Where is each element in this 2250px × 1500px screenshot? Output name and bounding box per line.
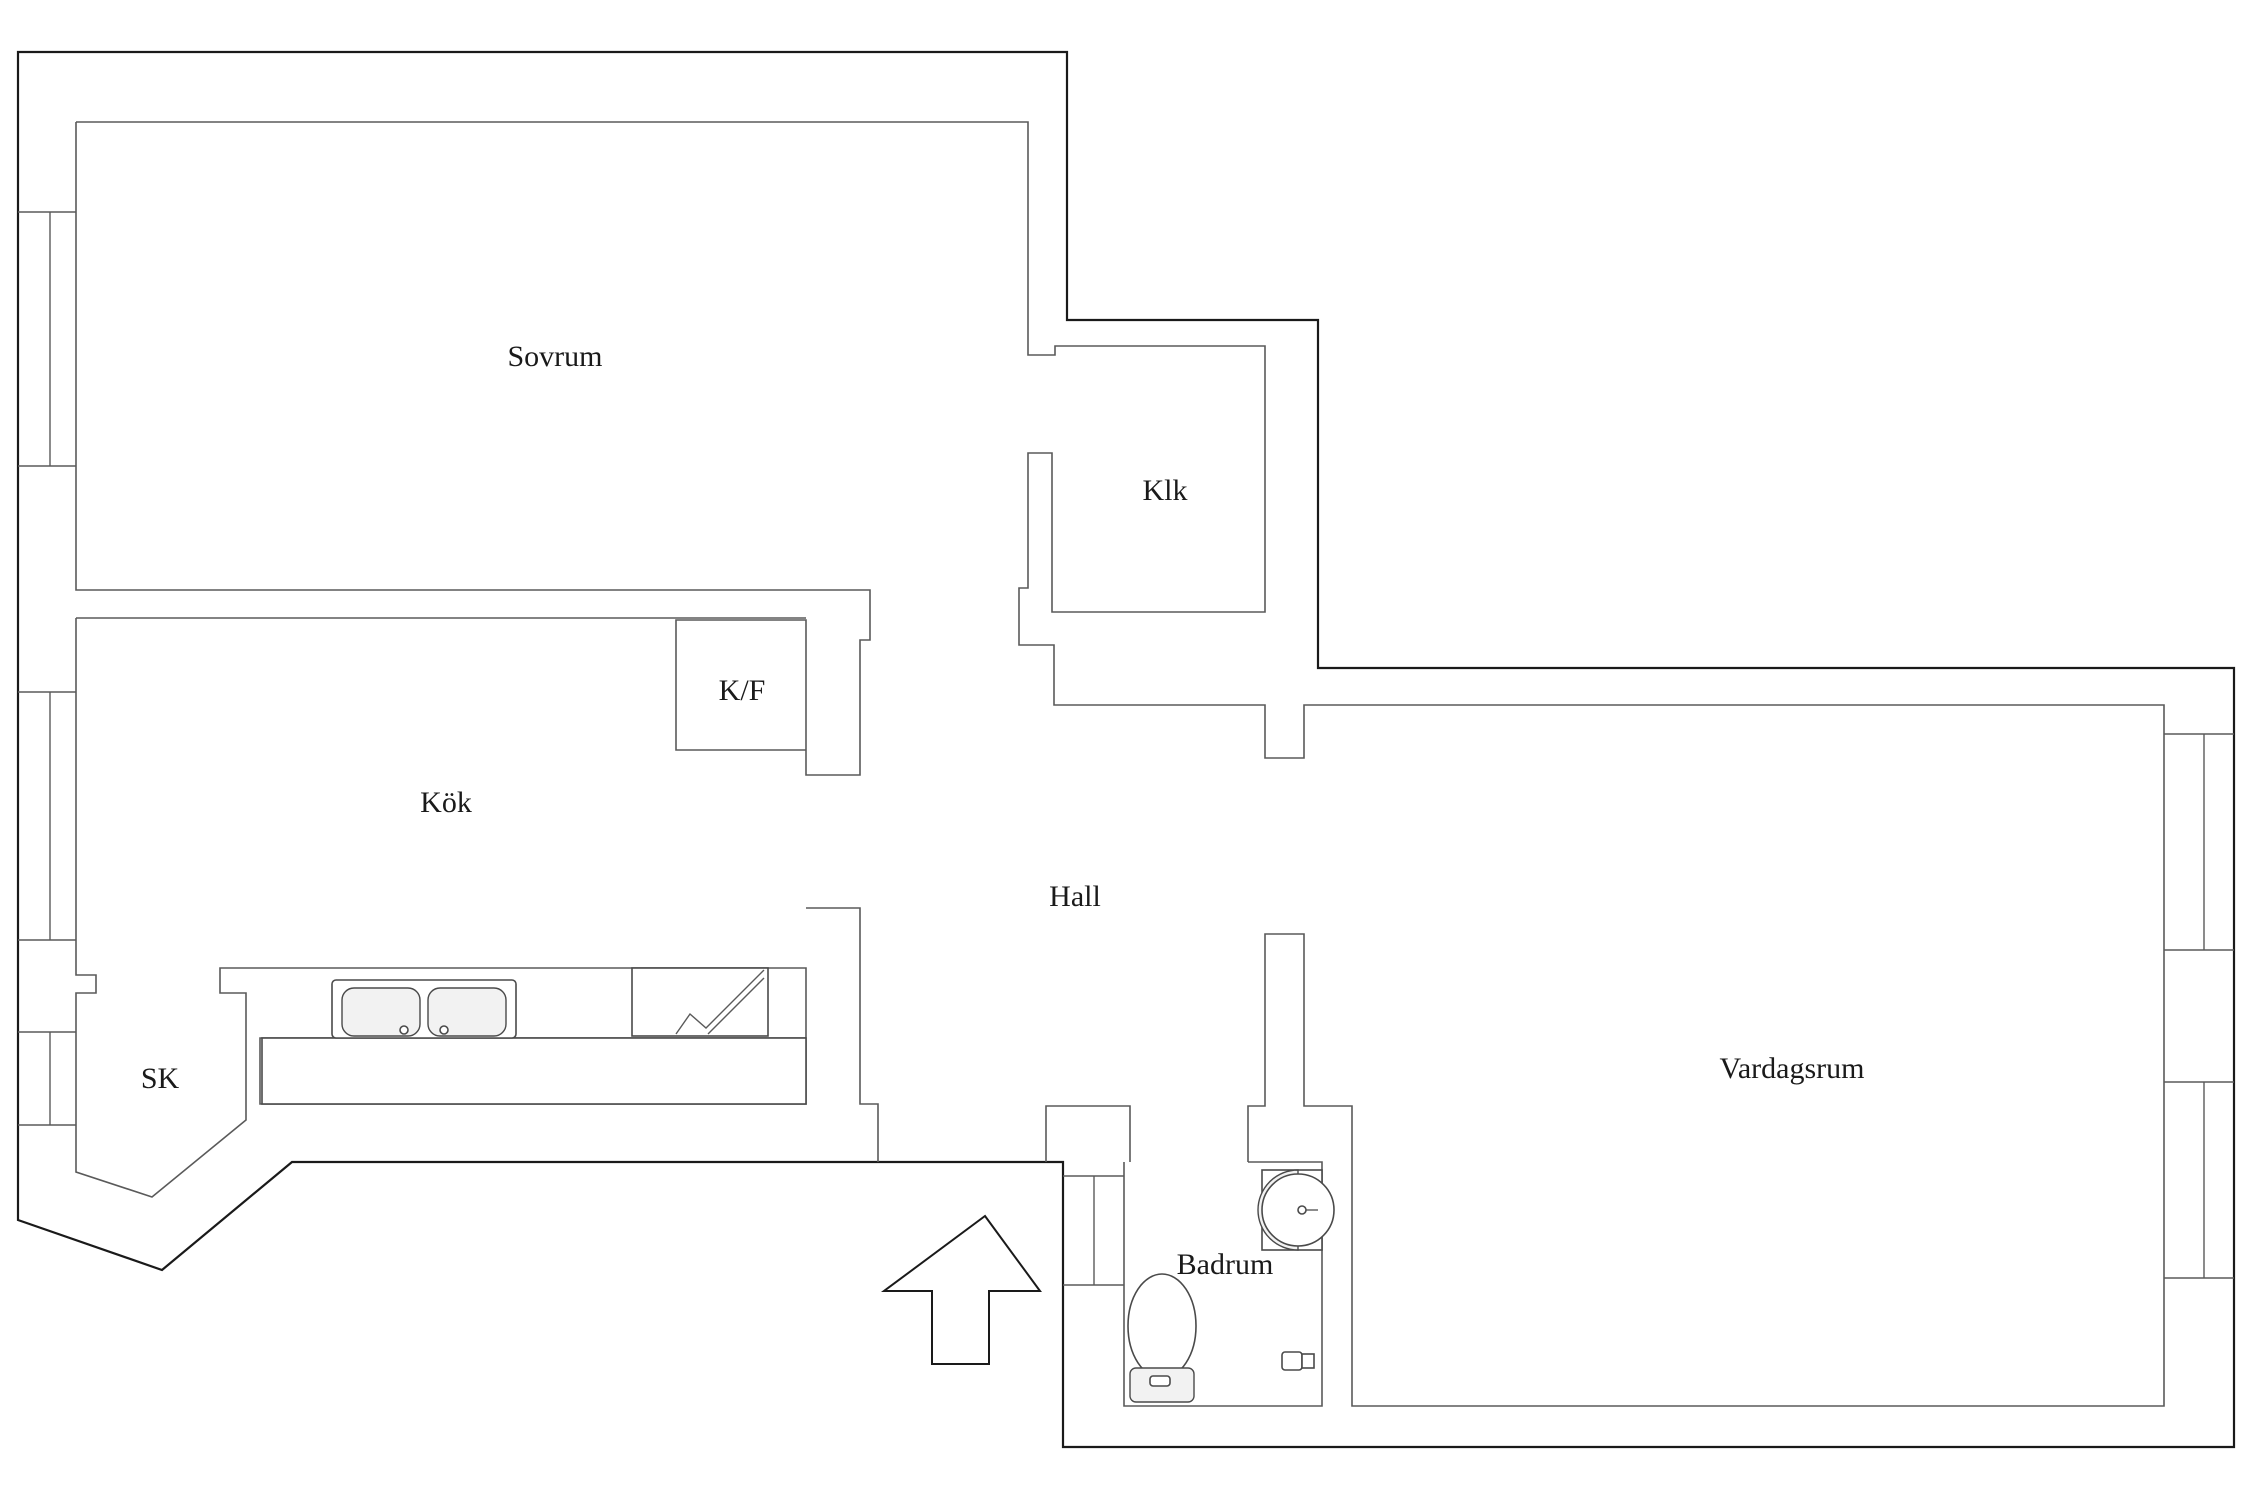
label-klk: Klk (1143, 474, 1188, 507)
windows-left (18, 211, 76, 1126)
stove-icon (631, 967, 769, 1037)
windows-right (2164, 733, 2234, 1279)
kok-walls (75, 617, 807, 1198)
label-kok: Kök (420, 786, 472, 819)
window-badrum (1063, 1175, 1124, 1286)
sovrum-walls (76, 121, 2165, 1407)
label-hall: Hall (1049, 880, 1101, 913)
label-badrum: Badrum (1177, 1248, 1274, 1281)
outer-wall-outline (16, 50, 2236, 1449)
label-kf: K/F (719, 674, 766, 707)
washbasin-icon (1257, 1169, 1335, 1251)
label-sk: SK (141, 1062, 180, 1095)
entrance-arrow-icon (880, 1214, 1042, 1365)
kitchen-counter (261, 1037, 807, 1105)
badrum-walls (1045, 1105, 1323, 1407)
label-sovrum: Sovrum (507, 340, 602, 373)
tap-icon (1281, 1351, 1315, 1371)
double-sink-icon (331, 979, 517, 1039)
label-vardagsrum: Vardagsrum (1720, 1052, 1865, 1085)
room-labels: Sovrum Klk K/F Kök Hall SK Vardagsrum Ba… (141, 340, 1865, 1281)
outer-walls (16, 50, 2236, 1449)
toilet-icon (1127, 1273, 1197, 1403)
inner-walls (75, 121, 2165, 1407)
